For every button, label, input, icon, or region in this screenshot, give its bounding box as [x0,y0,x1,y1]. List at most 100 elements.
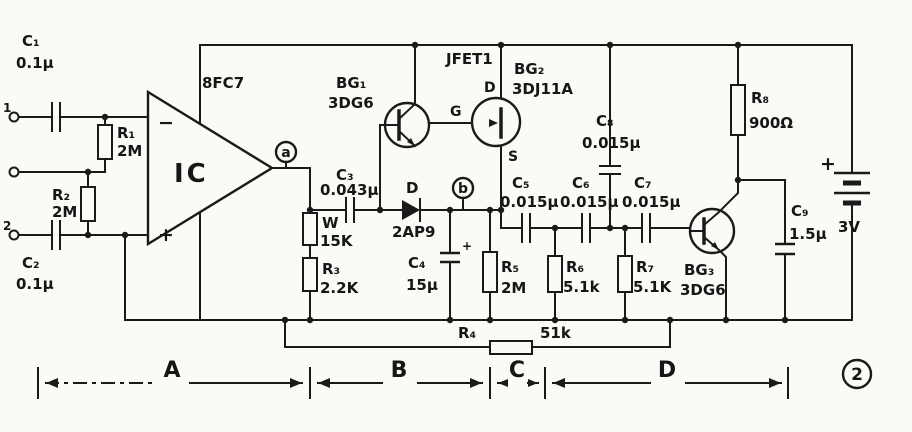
capacitor-c7: C₇ 0.015μ [622,174,680,243]
section-ruler: A B C D [37,358,789,399]
r1-ref: R₁ [117,124,135,142]
bg2-gate-arrow [489,119,498,127]
opamp-part-number: 8FC7 [202,74,244,92]
figure-number-label: 2 [851,365,863,385]
capacitor-c6: C₆ 0.015μ [560,174,618,243]
node-b: b [451,176,475,200]
c3-value: 0.043μ [320,181,378,199]
resistor-r4: R₄ 51k [458,324,572,355]
capacitor-c8: C₈ 0.015μ [582,112,640,175]
c8-ref: C₈ [596,112,614,130]
c5-ref: C₅ [512,174,530,192]
opamp-inverting-input: − [158,112,174,134]
c1-ref: C₁ [22,32,40,50]
transistor-bg2-jfet: JFET1 BG₂ 3DJ11A G D S [445,50,573,165]
resistor-r5: R₅ 2M [482,251,526,297]
d-value: 2AP9 [392,223,435,241]
bg2-value: 3DJ11A [512,80,573,98]
bg3-value: 3DG6 [680,281,726,299]
potentiometer-w: W 15K [302,212,354,250]
w-value: 15K [320,232,354,250]
bg2-ref: BG₂ [514,60,544,78]
c4-polarity: + [462,239,472,253]
capacitor-c2: C₂ 0.1μ [16,220,61,293]
opamp-triangle [146,89,275,247]
section-c-label: C [509,358,525,383]
c6-value: 0.015μ [560,193,618,211]
bg1-value: 3DG6 [328,94,374,112]
r7-value: 5.1K [633,278,673,296]
section-a-label: A [163,358,180,383]
c5-value: 0.015μ [500,193,558,211]
bg2-pin-drain: D [484,80,496,96]
r8-ref: R₈ [751,89,769,107]
d-ref: D [406,179,418,197]
section-b-label: B [391,358,408,383]
opamp-name: IC [174,159,209,189]
c2-value: 0.1μ [16,275,54,293]
bg3-emitter-arrow [711,242,719,250]
opamp-noninverting-input: + [158,224,174,246]
resistor-r7: R₇ 5.1K [617,255,673,296]
terminal-2-label: 2 [3,219,11,233]
r2-value: 2M [52,203,77,221]
input-terminals: 1 2 [3,101,20,241]
c6-ref: C₆ [572,174,590,192]
terminal-1 [8,111,20,123]
c8-value: 0.015μ [582,134,640,152]
capacitor-c4: + C₄ 15μ [406,239,472,294]
terminal-2 [8,229,20,241]
r3-value: 2.2K [320,279,360,297]
r5-value: 2M [501,279,526,297]
bg1-emitter-arrow [407,138,415,146]
capacitor-c9: C₉ 1.5μ [775,202,827,256]
r2-ref: R₂ [52,186,70,204]
r3-ref: R₃ [322,260,340,278]
capacitor-c5: C₅ 0.015μ [500,174,558,243]
junction-dots [84,41,789,324]
battery-polarity: + [820,153,836,175]
c9-value: 1.5μ [789,225,827,243]
opamp-ic: − + IC 8FC7 [146,74,275,247]
battery: + 3V [820,153,870,236]
w-ref: W [322,214,339,232]
transistor-bg1: BG₁ 3DG6 [328,74,431,149]
node-a: a [274,140,298,164]
terminal-1-label: 1 [3,101,11,115]
node-b-label: b [458,181,468,197]
c4-ref: C₄ [408,254,426,272]
jfet-caption: JFET1 [445,50,493,68]
r6-ref: R₆ [566,258,584,276]
terminal-common [8,166,20,178]
bg3-ref: BG₃ [684,261,714,279]
section-d-label: D [658,358,676,383]
r7-ref: R₇ [636,258,654,276]
c7-ref: C₇ [634,174,652,192]
diode-d: D 2AP9 [392,179,435,241]
r5-ref: R₅ [501,258,519,276]
capacitor-c3: C₃ 0.043μ [320,166,378,223]
capacitor-c1: C₁ 0.1μ [16,32,61,132]
wiring [17,44,853,348]
battery-value: 3V [838,218,860,236]
resistor-r6: R₆ 5.1k [547,255,601,296]
bg2-pin-gate: G [450,104,462,120]
c1-value: 0.1μ [16,54,54,72]
node-a-label: a [281,145,290,161]
resistor-r1: R₁ 2M [97,124,142,160]
r6-value: 5.1k [563,278,601,296]
c3-ref: C₃ [336,166,354,184]
r4-ref: R₄ [458,324,476,342]
bg1-ref: BG₁ [336,74,366,92]
figure-number: 2 [841,358,873,390]
resistor-r3: R₃ 2.2K [302,257,360,297]
c4-value: 15μ [406,276,438,294]
r8-value: 900Ω [749,114,793,132]
resistor-r2: R₂ 2M [52,186,96,222]
c2-ref: C₂ [22,254,40,272]
bg2-pin-source: S [508,149,518,165]
transistor-bg3: BG₃ 3DG6 [680,207,736,299]
c9-ref: C₉ [791,202,809,220]
